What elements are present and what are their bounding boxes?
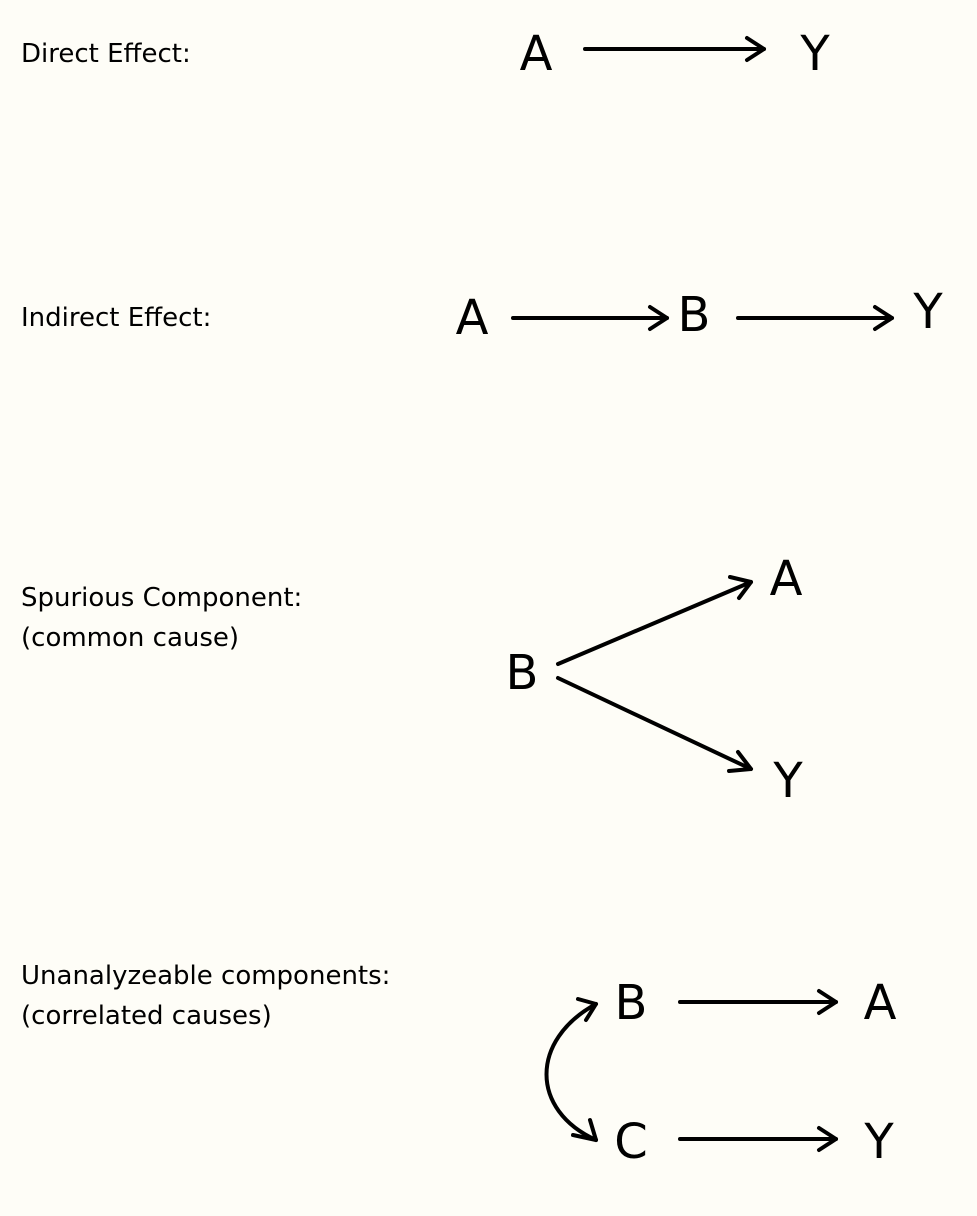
direct-node-a: A: [519, 26, 553, 82]
edge-unanalyzeable-b-c-correlation: [544, 997, 598, 1142]
unanalyzeable-components-label-line2: (correlated causes): [21, 1001, 272, 1031]
indirect-node-b: B: [677, 287, 711, 343]
unanalyzeable-components-label-line1: Unanalyzeable components:: [21, 961, 391, 991]
spurious-node-b: B: [505, 645, 539, 701]
edge-unanalyzeable-c-y: [678, 1126, 838, 1152]
spurious-node-a: A: [769, 551, 803, 607]
unanalyzeable-components-label: Unanalyzeable components: (correlated ca…: [21, 956, 390, 1036]
direct-effect-label-text: Direct Effect:: [21, 39, 191, 69]
unanalyzeable-node-b: B: [614, 975, 648, 1031]
direct-effect-label: Direct Effect:: [21, 34, 191, 74]
unanalyzeable-node-a: A: [863, 975, 897, 1031]
indirect-node-a: A: [455, 290, 489, 346]
edge-direct-a-y: [583, 36, 766, 62]
unanalyzeable-node-y: Y: [864, 1114, 894, 1170]
indirect-effect-label-text: Indirect Effect:: [21, 303, 212, 333]
indirect-effect-label: Indirect Effect:: [21, 298, 211, 338]
unanalyzeable-node-c: C: [614, 1114, 648, 1170]
spurious-component-label-line2: (common cause): [21, 623, 240, 653]
edge-indirect-b-y: [736, 305, 894, 331]
edge-spurious-b-a: [556, 575, 753, 666]
indirect-node-y: Y: [913, 284, 943, 340]
edge-indirect-a-b: [511, 305, 669, 331]
spurious-node-y: Y: [773, 753, 803, 809]
direct-node-y: Y: [800, 26, 830, 82]
edge-unanalyzeable-b-a: [678, 989, 838, 1015]
spurious-component-label-line1: Spurious Component:: [21, 583, 303, 613]
spurious-component-label: Spurious Component: (common cause): [21, 578, 302, 658]
edge-spurious-b-y: [556, 676, 753, 773]
